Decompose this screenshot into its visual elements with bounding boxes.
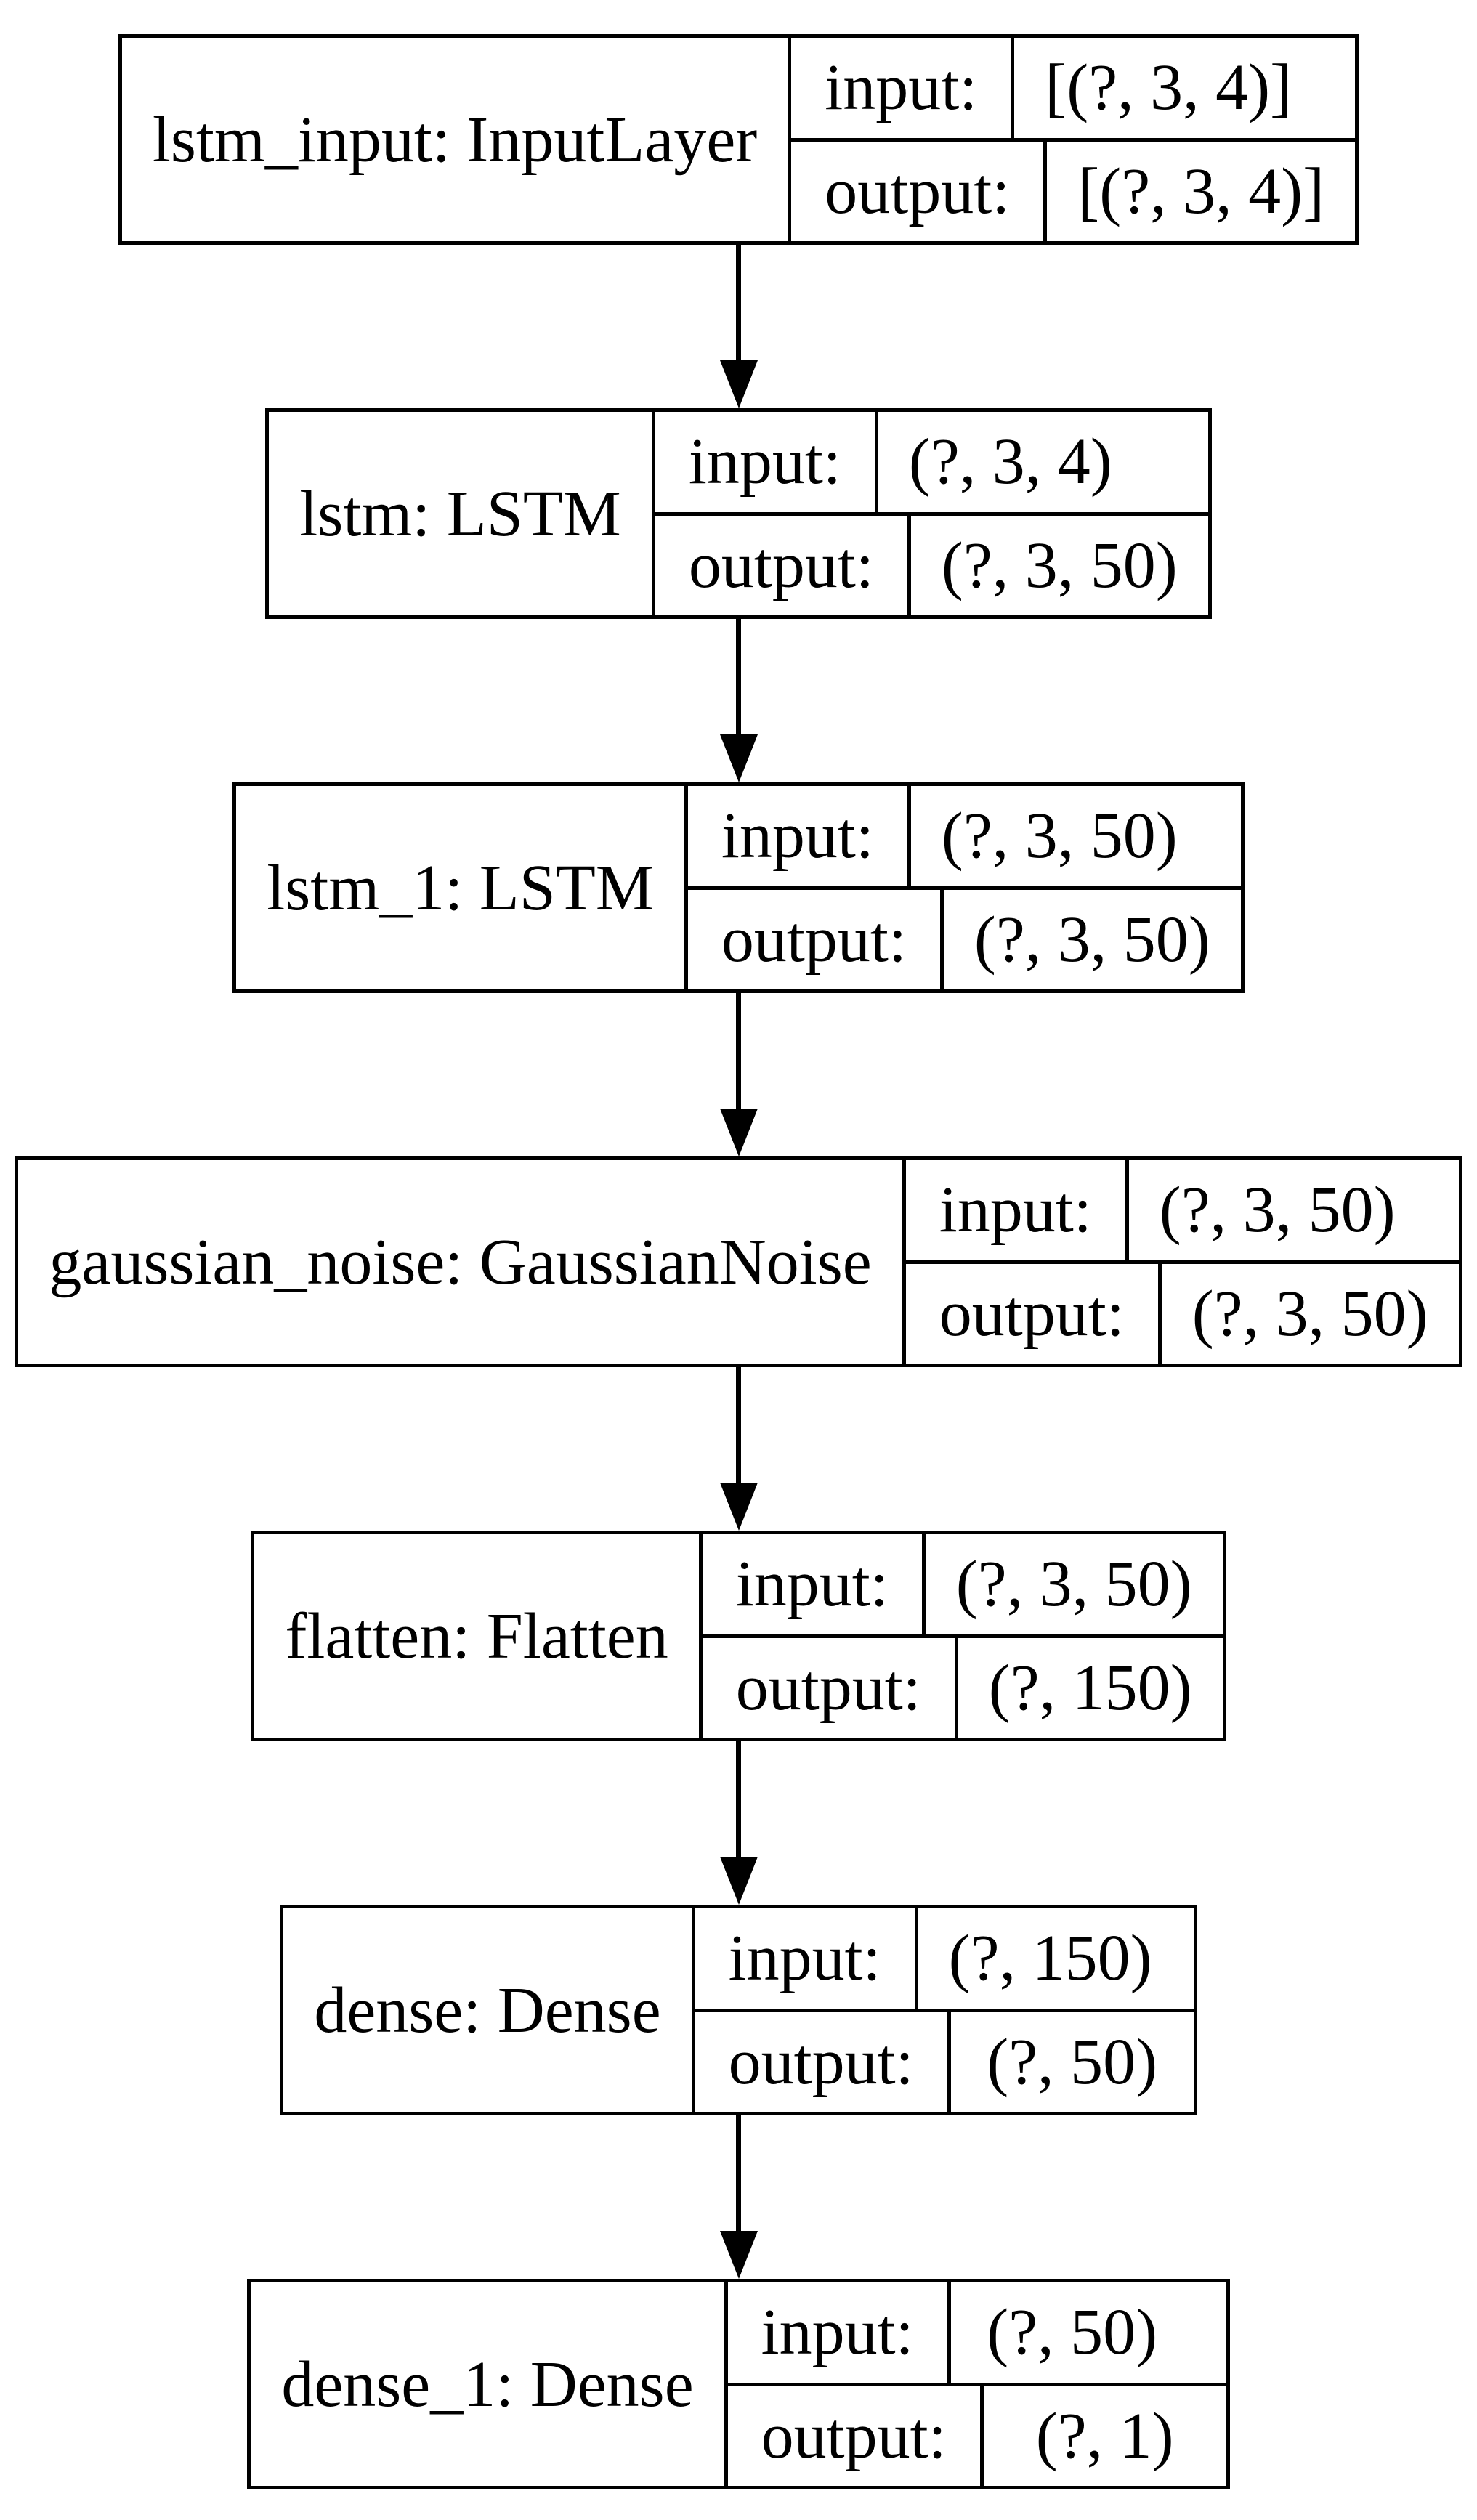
arrowhead-down-icon xyxy=(719,1109,758,1156)
input-label: input: xyxy=(695,1908,918,2009)
input-label: input: xyxy=(791,38,1015,138)
input-label: input: xyxy=(655,412,878,512)
output-row: output: (?, 3, 50) xyxy=(655,515,1208,615)
output-label: output: xyxy=(906,1263,1162,1364)
edge-line xyxy=(736,245,741,360)
edge-connector xyxy=(719,2115,758,2279)
layer-node-flatten: flatten: Flatten input: (?, 3, 50) outpu… xyxy=(251,1531,1226,1741)
input-label: input: xyxy=(688,786,911,886)
edge-connector xyxy=(719,245,758,408)
arrowhead-down-icon xyxy=(719,1483,758,1531)
input-shape-value: (?, 150) xyxy=(948,1922,1152,1995)
edge-line xyxy=(736,619,741,734)
input-row: input: (?, 50) xyxy=(727,2282,1226,2386)
layer-node-lstm-1: lstm_1: LSTM input: (?, 3, 50) output: (… xyxy=(232,782,1245,993)
layer-name-label: flatten: Flatten xyxy=(254,1534,703,1738)
output-shape-value: [(?, 3, 4)] xyxy=(1077,155,1325,227)
layer-name-label: lstm_input: InputLayer xyxy=(122,38,792,241)
arrowhead-down-icon xyxy=(719,2231,758,2279)
arrowhead-down-icon xyxy=(719,734,758,782)
input-label: input: xyxy=(728,2282,951,2383)
edge-connector xyxy=(719,1741,758,1905)
output-shape-value: (?, 150) xyxy=(988,1651,1192,1724)
io-table: input: [(?, 3, 4)] output: [(?, 3, 4)] xyxy=(791,38,1356,241)
output-shape-value: (?, 3, 50) xyxy=(1191,1277,1428,1350)
layer-node-dense-1: dense_1: Dense input: (?, 50) output: (?… xyxy=(247,2279,1230,2489)
io-table: input: (?, 3, 4) output: (?, 3, 50) xyxy=(655,412,1208,615)
output-shape-value: (?, 50) xyxy=(987,2025,1158,2098)
layer-name-label: dense: Dense xyxy=(283,1908,695,2112)
input-row: input: (?, 3, 50) xyxy=(687,786,1241,890)
arrowhead-down-icon xyxy=(719,360,758,408)
input-shape-value: (?, 3, 50) xyxy=(941,800,1178,872)
output-label: output: xyxy=(791,141,1048,241)
edge-connector xyxy=(719,1367,758,1531)
edge-connector xyxy=(719,993,758,1156)
layer-node-lstm-input: lstm_input: InputLayer input: [(?, 3, 4)… xyxy=(118,34,1359,245)
edge-line xyxy=(736,993,741,1109)
arrowhead-down-icon xyxy=(719,1857,758,1905)
io-table: input: (?, 3, 50) output: (?, 150) xyxy=(702,1534,1223,1738)
output-label: output: xyxy=(728,2386,984,2486)
input-shape-value: [(?, 3, 4)] xyxy=(1045,52,1292,124)
layer-name-label: gaussian_noise: GaussianNoise xyxy=(18,1160,906,1364)
output-row: output: (?, 3, 50) xyxy=(688,889,1241,989)
input-shape-value: (?, 3, 4) xyxy=(908,426,1112,498)
output-row: output: (?, 150) xyxy=(703,1637,1223,1738)
output-label: output: xyxy=(688,889,944,989)
layer-node-gaussian-noise: gaussian_noise: GaussianNoise input: (?,… xyxy=(15,1156,1462,1367)
edge-line xyxy=(736,1741,741,1857)
input-row: input: (?, 3, 50) xyxy=(702,1534,1223,1638)
layer-name-label: dense_1: Dense xyxy=(251,2282,728,2486)
io-table: input: (?, 3, 50) output: (?, 3, 50) xyxy=(687,786,1241,989)
input-row: input: [(?, 3, 4)] xyxy=(791,38,1356,142)
layer-name-label: lstm_1: LSTM xyxy=(236,786,688,989)
edge-connector xyxy=(719,619,758,782)
edge-line xyxy=(736,2115,741,2231)
input-row: input: (?, 3, 50) xyxy=(905,1160,1459,1264)
layer-node-dense: dense: Dense input: (?, 150) output: (?,… xyxy=(280,1905,1197,2115)
io-table: input: (?, 150) output: (?, 50) xyxy=(695,1908,1194,2112)
output-label: output: xyxy=(695,2011,951,2112)
input-shape-value: (?, 3, 50) xyxy=(955,1548,1192,1621)
input-row: input: (?, 3, 4) xyxy=(655,412,1208,516)
input-shape-value: (?, 50) xyxy=(987,2296,1158,2369)
output-row: output: (?, 50) xyxy=(695,2011,1194,2112)
input-label: input: xyxy=(703,1534,926,1634)
edge-line xyxy=(736,1367,741,1483)
output-row: output: (?, 3, 50) xyxy=(906,1263,1459,1364)
output-shape-value: (?, 3, 50) xyxy=(974,903,1210,976)
io-table: input: (?, 3, 50) output: (?, 3, 50) xyxy=(905,1160,1459,1364)
output-label: output: xyxy=(655,515,911,615)
layer-name-label: lstm: LSTM xyxy=(269,412,655,615)
output-row: output: [(?, 3, 4)] xyxy=(791,141,1355,241)
output-label: output: xyxy=(703,1637,958,1738)
layer-node-lstm: lstm: LSTM input: (?, 3, 4) output: (?, … xyxy=(265,408,1212,619)
layer-stack: lstm_input: InputLayer input: [(?, 3, 4)… xyxy=(0,34,1477,2489)
output-row: output: (?, 1) xyxy=(728,2386,1226,2486)
input-label: input: xyxy=(906,1160,1129,1260)
input-row: input: (?, 150) xyxy=(695,1908,1194,2012)
input-shape-value: (?, 3, 50) xyxy=(1159,1174,1396,1247)
output-shape-value: (?, 1) xyxy=(1035,2399,1174,2472)
output-shape-value: (?, 3, 50) xyxy=(941,529,1178,601)
io-table: input: (?, 50) output: (?, 1) xyxy=(727,2282,1226,2486)
